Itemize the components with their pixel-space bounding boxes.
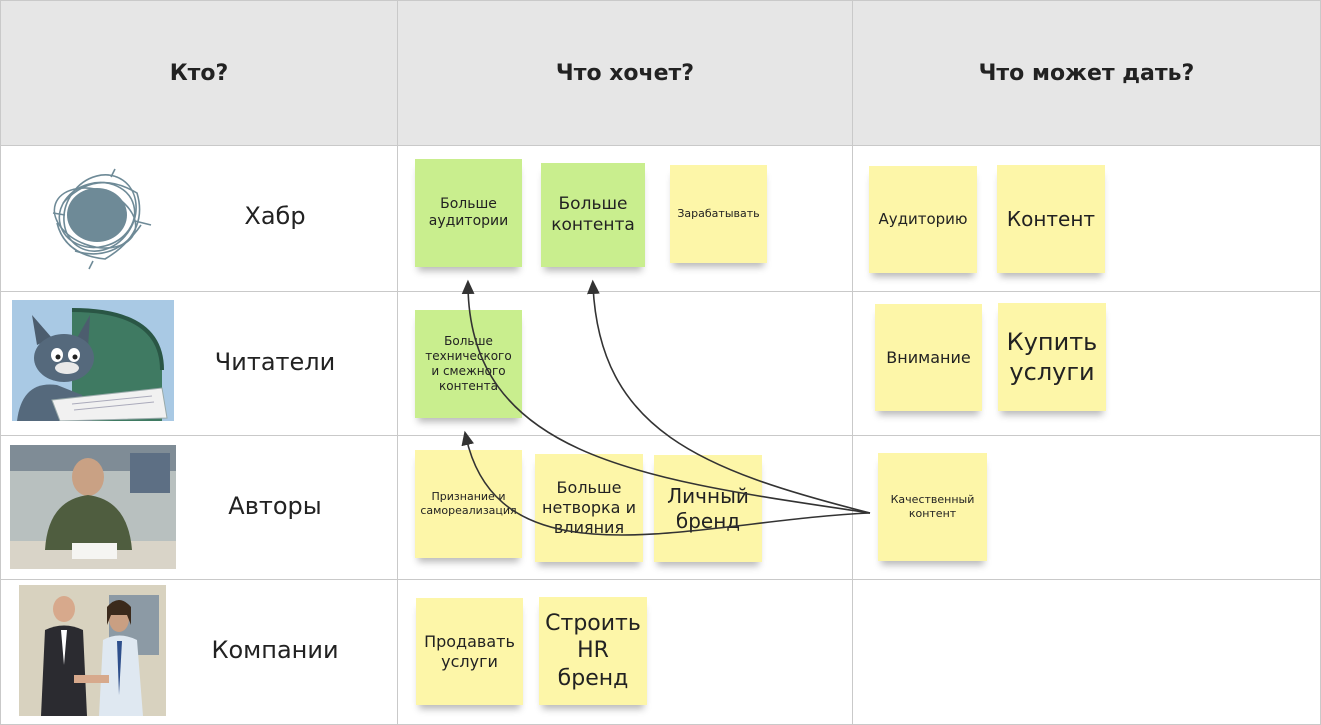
row-label-authors: Авторы: [228, 492, 322, 520]
sticky-companies-hr-brand[interactable]: Строить HR бренд: [539, 597, 647, 705]
row-authors-who: [0, 436, 398, 580]
row-readers-who: [0, 292, 398, 436]
header-who-label: Кто?: [169, 60, 229, 86]
row-companies-gives: [853, 580, 1321, 725]
habr-scribble-logo: [45, 163, 153, 271]
sticky-habr-more-content[interactable]: Больше контента: [541, 163, 645, 267]
sticky-authors-quality-content[interactable]: Качественный контент: [878, 453, 987, 561]
row-habr-who: [0, 146, 398, 292]
sticky-authors-recognition[interactable]: Признание и самореализация: [415, 450, 522, 558]
readers-cartoon-image: [12, 300, 174, 421]
sticky-authors-personal-brand[interactable]: Личный бренд: [654, 455, 762, 562]
sticky-readers-attention[interactable]: Внимание: [875, 304, 982, 411]
header-gives-label: Что может дать?: [978, 60, 1195, 86]
sticky-habr-gives-audience[interactable]: Аудиторию: [869, 166, 977, 273]
sticky-habr-gives-content[interactable]: Контент: [997, 165, 1105, 273]
header-who: Кто?: [0, 0, 398, 146]
sticky-authors-network[interactable]: Больше нетворка и влияния: [535, 454, 643, 562]
authors-photo: [10, 445, 176, 569]
row-label-habr: Хабр: [244, 202, 306, 230]
header-wants-label: Что хочет?: [555, 60, 695, 86]
sticky-readers-buy-services[interactable]: Купить услуги: [998, 303, 1106, 411]
row-label-companies: Компании: [211, 636, 339, 664]
row-label-readers: Читатели: [214, 348, 336, 376]
companies-photo: [19, 585, 166, 716]
sticky-companies-sell-services[interactable]: Продавать услуги: [416, 598, 523, 705]
header-wants: Что хочет?: [398, 0, 853, 146]
sticky-habr-more-audience[interactable]: Больше аудитории: [415, 159, 522, 267]
sticky-habr-earn[interactable]: Зарабатывать: [670, 165, 767, 263]
header-gives: Что может дать?: [853, 0, 1321, 146]
sticky-readers-more-content[interactable]: Больше технического и смежного контента: [415, 310, 522, 418]
